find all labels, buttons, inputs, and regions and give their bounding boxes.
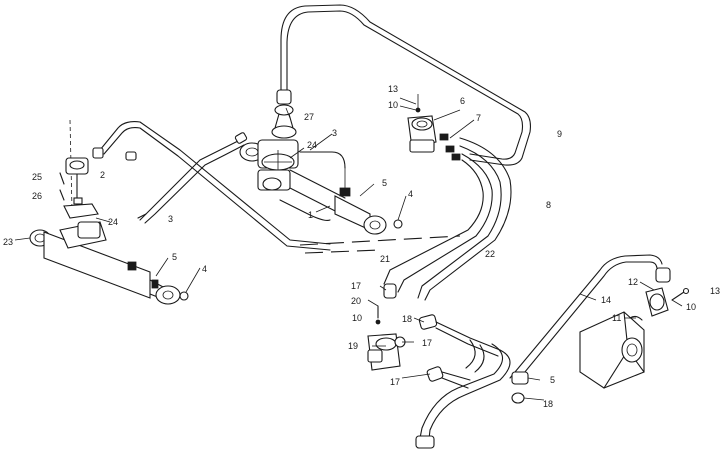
fittings-17-20-10 xyxy=(375,283,397,325)
callout-8: 8 xyxy=(546,200,551,210)
leader-lines xyxy=(14,97,683,401)
callout-10: 10 xyxy=(388,100,398,110)
callout-23: 23 xyxy=(3,237,13,247)
steering-cylinder-center xyxy=(239,139,387,235)
tee-fitting-27 xyxy=(271,89,297,139)
callout-13: 13 xyxy=(710,286,720,296)
callout-9: 9 xyxy=(557,129,562,139)
callout-25: 25 xyxy=(32,172,42,182)
callout-24: 24 xyxy=(108,217,118,227)
callout-11: 11 xyxy=(612,313,621,323)
callout-17: 17 xyxy=(351,281,361,291)
callout-7: 7 xyxy=(476,113,481,123)
lower-hose-loop xyxy=(415,339,511,449)
hose-bundle-8 xyxy=(383,137,512,301)
callout-5: 5 xyxy=(172,252,177,262)
callout-17: 17 xyxy=(390,377,400,387)
callout-13: 13 xyxy=(388,84,398,94)
bracket-block-2 xyxy=(63,157,99,219)
callout-17: 17 xyxy=(422,338,432,348)
callout-22: 22 xyxy=(485,249,495,259)
callout-19: 19 xyxy=(348,341,358,351)
bolts-25-26 xyxy=(59,172,65,201)
long-tube-left xyxy=(92,121,331,251)
callouts: 1 2 3 3 4 4 5 5 5 6 7 8 9 10 10 10 11 12… xyxy=(3,84,720,409)
steering-cylinder-23 xyxy=(29,221,181,305)
callout-2: 2 xyxy=(100,170,105,180)
valve-19 xyxy=(367,314,501,389)
callout-18: 18 xyxy=(543,399,553,409)
tube-14 xyxy=(509,254,671,404)
callout-18: 18 xyxy=(402,314,412,324)
callout-10: 10 xyxy=(686,302,696,312)
callout-24: 24 xyxy=(307,140,317,150)
callout-3: 3 xyxy=(332,128,337,138)
callout-5: 5 xyxy=(550,375,555,385)
callout-4: 4 xyxy=(202,264,207,274)
callout-14: 14 xyxy=(601,295,611,305)
callout-20: 20 xyxy=(351,296,361,306)
valve-block-6 xyxy=(407,94,461,161)
callout-4: 4 xyxy=(408,189,413,199)
callout-21: 21 xyxy=(380,254,390,264)
callout-26: 26 xyxy=(32,191,42,201)
callout-6: 6 xyxy=(460,96,465,106)
callout-1: 1 xyxy=(308,210,313,220)
upper-loop-hose xyxy=(280,4,531,166)
pump-unit xyxy=(579,311,645,389)
tube-3-center xyxy=(139,132,248,224)
callout-3: 3 xyxy=(168,214,173,224)
callout-5: 5 xyxy=(382,178,387,188)
callout-10: 10 xyxy=(352,313,362,323)
callout-27: 27 xyxy=(304,112,314,122)
fitting-12 xyxy=(645,287,690,317)
callout-12: 12 xyxy=(628,277,638,287)
